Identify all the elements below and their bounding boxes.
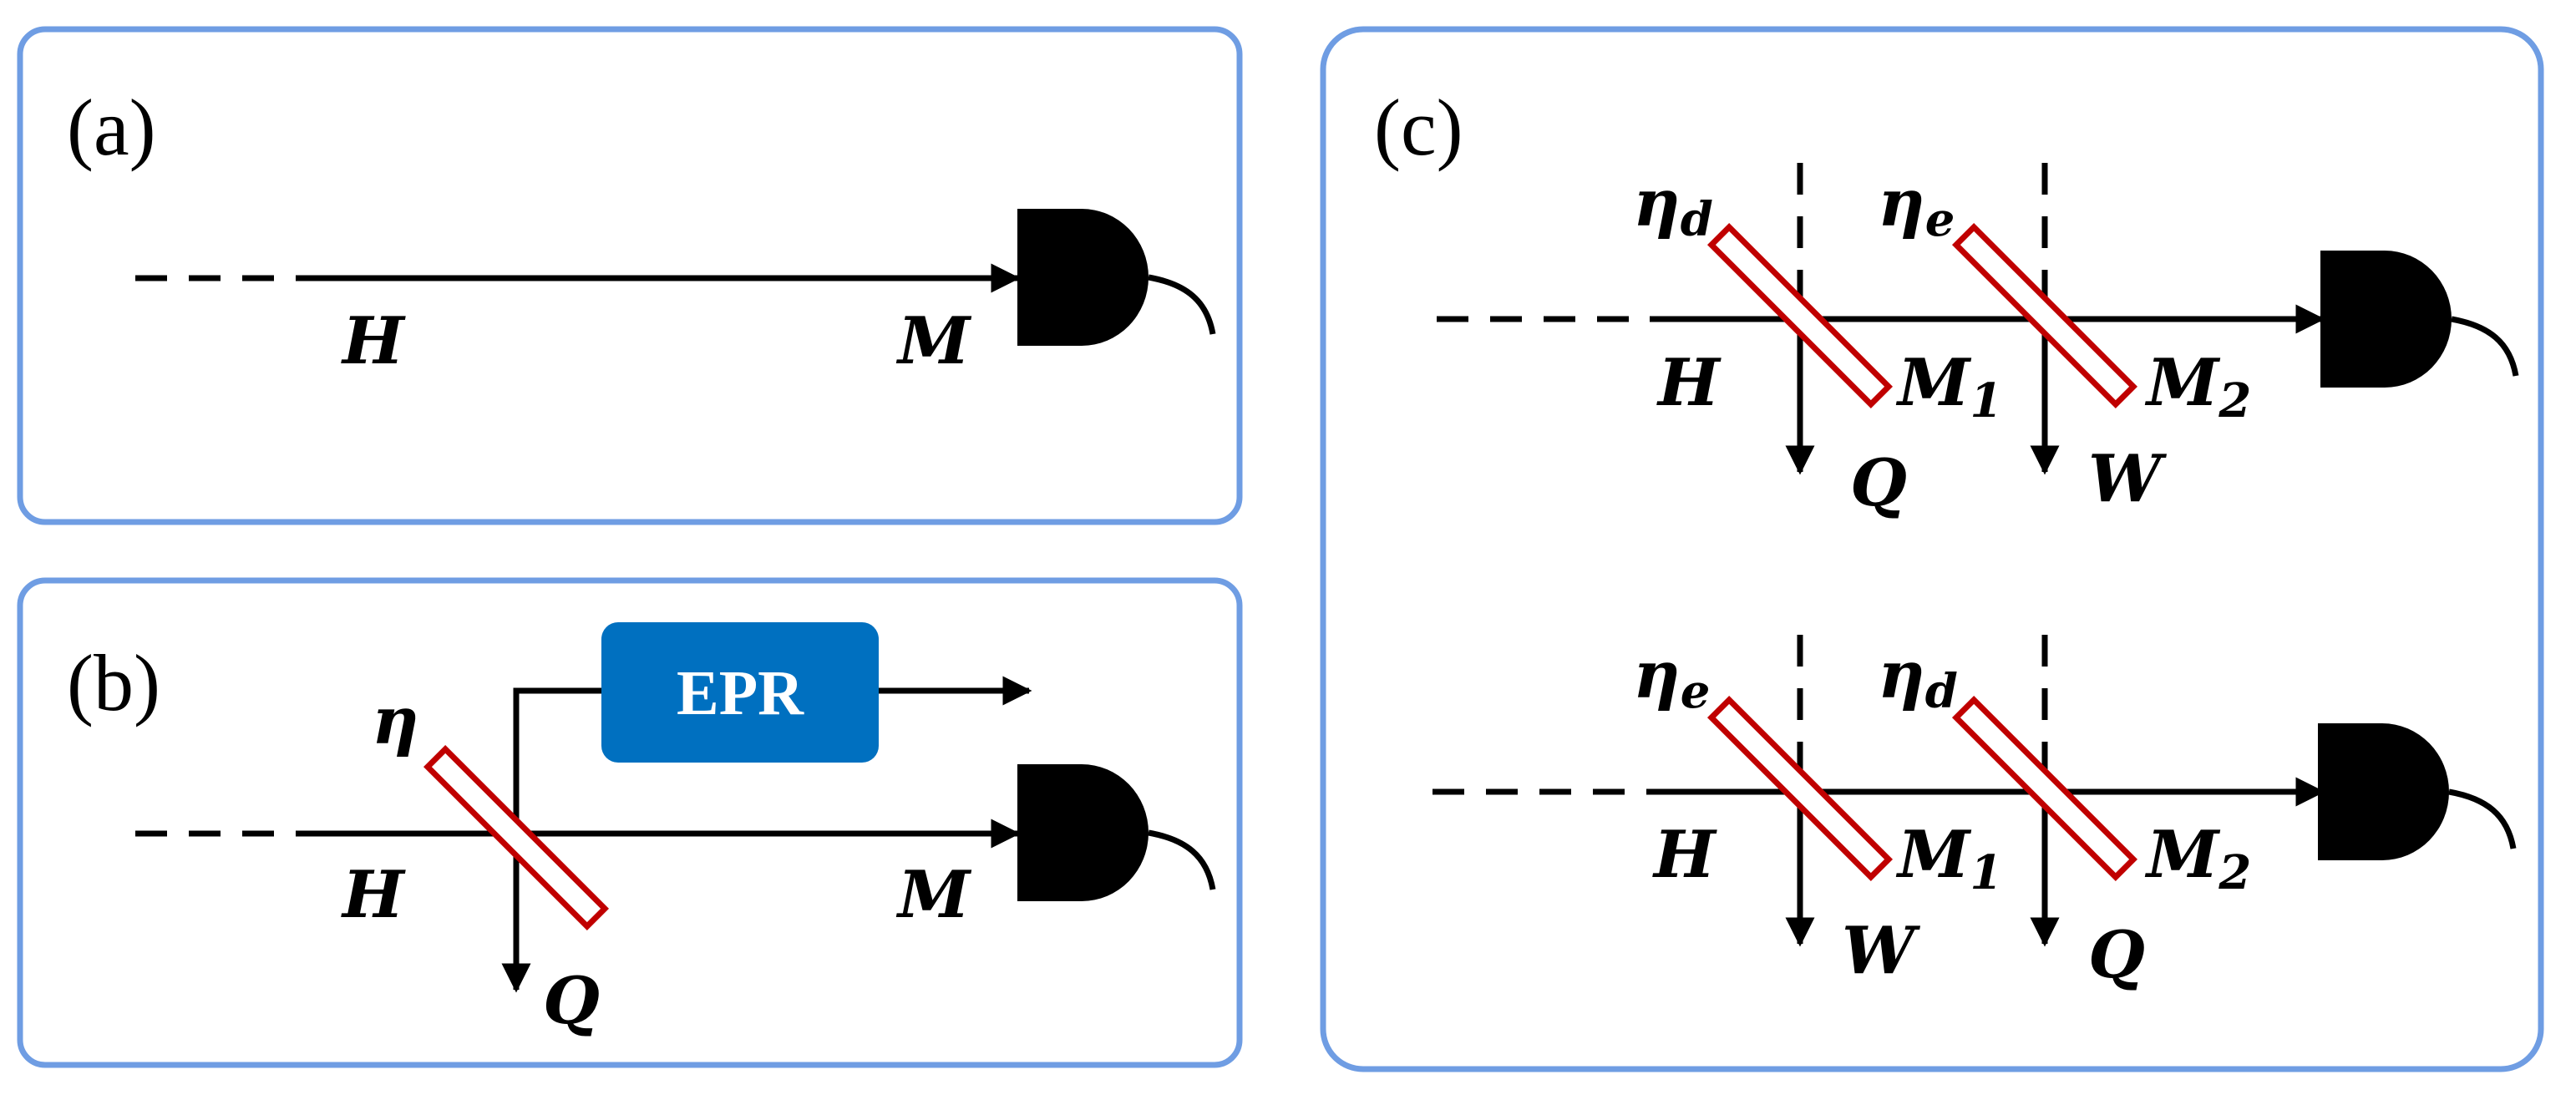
epr-input-line — [513, 687, 603, 834]
label-q: Q — [2088, 917, 2145, 993]
detector-cable — [2451, 316, 2519, 377]
label-eta-e: ηe — [1633, 637, 1710, 719]
label-m: M — [895, 857, 972, 933]
label-eta-d: ηd — [1878, 637, 1958, 719]
label-h: H — [341, 857, 406, 933]
panel-b-border — [17, 577, 1243, 1068]
label-q: Q — [1850, 445, 1907, 521]
label-h: H — [1656, 345, 1722, 421]
label-m: M — [895, 303, 972, 379]
panel-a: (a) H M — [17, 26, 1243, 525]
label-h: H — [1652, 817, 1717, 893]
detector-cable — [1148, 829, 1216, 890]
beam-splitter-1 — [1706, 222, 1894, 409]
label-q: Q — [543, 963, 600, 1039]
panel-c-border — [1320, 26, 2544, 1072]
config-top: ηd ηe H M1 M2 Q W — [1437, 163, 2519, 521]
label-w: W — [2088, 441, 2168, 517]
panel-a-label: (a) — [67, 83, 156, 172]
label-m2: M2 — [2144, 345, 2251, 428]
detector-cable — [1148, 274, 1216, 335]
epr-box — [601, 622, 879, 763]
label-eta-d: ηd — [1633, 165, 1713, 247]
panel-b-label: (b) — [67, 638, 160, 727]
panel-c-label: (c) — [1374, 83, 1463, 172]
detector-cable — [2448, 788, 2517, 849]
beam-splitter-2 — [1951, 695, 2138, 882]
label-eta-e: ηe — [1878, 165, 1955, 247]
label-h: H — [341, 303, 406, 379]
beam-splitter-1 — [1706, 695, 1894, 882]
panel-b: (b) EPR η H M Q — [17, 577, 1243, 1068]
label-eta: η — [372, 683, 419, 759]
label-m1: M1 — [1895, 345, 2002, 428]
detector-icon — [1017, 209, 1149, 346]
label-m1: M1 — [1895, 817, 2002, 900]
detector-icon — [1017, 764, 1149, 901]
beam-splitter — [423, 744, 610, 931]
beam-splitter-2 — [1951, 222, 2138, 409]
detector-icon — [2320, 251, 2452, 388]
panel-c: (c) ηd ηe H M1 M2 Q W — [1320, 26, 2544, 1072]
label-m2: M2 — [2144, 817, 2251, 900]
epr-label: EPR — [677, 658, 804, 728]
config-bottom: ηe ηd H M1 M2 W Q — [1433, 635, 2517, 993]
label-w: W — [1842, 913, 1921, 989]
detector-icon — [2318, 723, 2449, 860]
